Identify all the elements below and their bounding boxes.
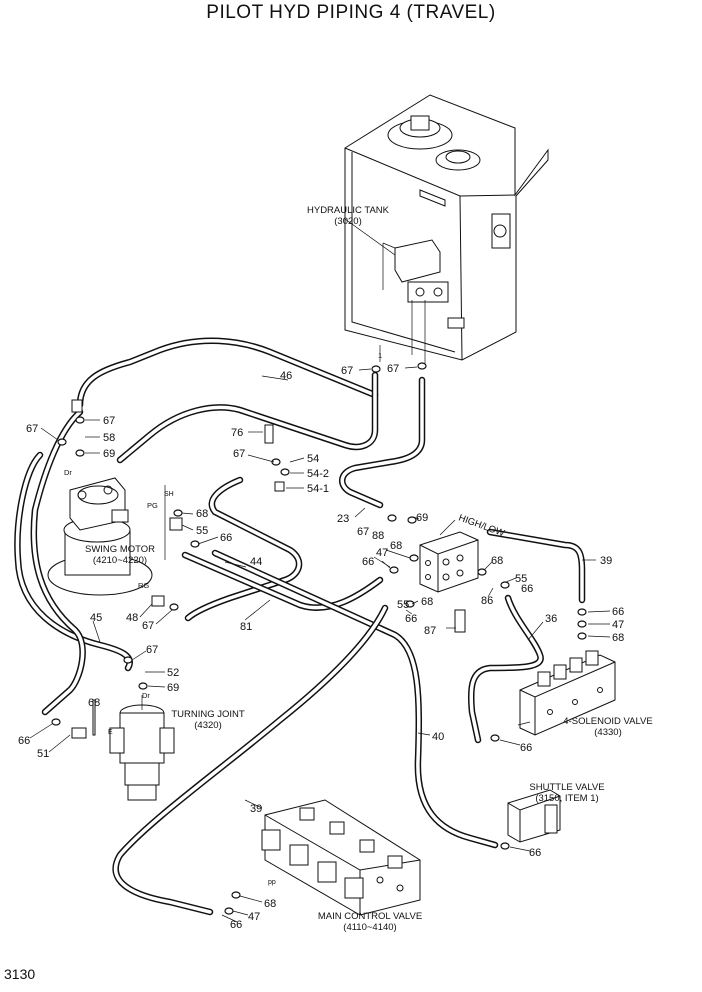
- part-67: 67: [233, 448, 245, 460]
- part-86: 86: [481, 595, 493, 607]
- part-66: 66: [521, 583, 533, 595]
- part-67: 67: [103, 415, 115, 427]
- swing-motor-label: SWING MOTOR: [85, 544, 155, 555]
- part-numbers: 46 67 67 67 67 58 69 76 67 54 54-2 54-1 …: [18, 363, 624, 931]
- part-68: 68: [196, 508, 208, 520]
- hydraulic-tank: [344, 94, 549, 365]
- port-dr-joint: Dr: [142, 691, 150, 700]
- turning-joint-ref: (4320): [194, 720, 221, 731]
- part-67: 67: [26, 423, 38, 435]
- hose-45: [14, 451, 133, 672]
- part-23: 23: [337, 513, 349, 525]
- part-68: 68: [612, 632, 624, 644]
- hose-40: [211, 549, 499, 849]
- part-66: 66: [18, 735, 30, 747]
- leader-lines: [29, 218, 611, 923]
- port-1: 1: [378, 351, 382, 360]
- part-58: 58: [103, 432, 115, 444]
- hose-39-lower: [112, 604, 389, 916]
- part-39: 39: [600, 555, 612, 567]
- shuttle-valve-ref: (3150, ITEM 1): [535, 793, 598, 804]
- part-68: 68: [88, 697, 100, 709]
- part-87: 87: [424, 625, 436, 637]
- part-47: 47: [376, 547, 388, 559]
- tank-label: HYDRAULIC TANK: [307, 205, 390, 216]
- part-66: 66: [612, 606, 624, 618]
- part-46: 46: [280, 370, 292, 382]
- hose-46: [76, 337, 379, 409]
- mcv-label: MAIN CONTROL VALVE: [318, 911, 422, 922]
- turning-joint-label: TURNING JOINT: [171, 709, 245, 720]
- swing-motor: [47, 477, 166, 596]
- component-labels: HYDRAULIC TANK (3020) SWING MOTOR (4210~…: [85, 205, 653, 933]
- port-pg: PG: [147, 501, 158, 510]
- part-54: 54: [307, 453, 319, 465]
- part-54-1: 54-1: [307, 483, 329, 495]
- part-88: 88: [372, 530, 384, 542]
- part-68: 68: [264, 898, 276, 910]
- swing-motor-ref: (4210~4220): [93, 555, 147, 566]
- part-69: 69: [103, 448, 115, 460]
- part-67: 67: [341, 365, 353, 377]
- part-54-2: 54-2: [307, 468, 329, 480]
- page-title: PILOT HYD PIPING 4 (TRAVEL): [206, 2, 496, 23]
- solenoid-valve-ref: (4330): [594, 727, 621, 738]
- part-69: 69: [416, 512, 428, 524]
- hose-39-upper: [486, 528, 586, 604]
- part-66: 66: [362, 556, 374, 568]
- part-69: 69: [167, 682, 179, 694]
- part-81: 81: [240, 621, 252, 633]
- part-76: 76: [231, 427, 243, 439]
- shuttle-valve: [507, 789, 561, 843]
- part-55: 55: [515, 573, 527, 585]
- part-55: 55: [397, 599, 409, 611]
- part-66: 66: [529, 847, 541, 859]
- part-67: 67: [357, 526, 369, 538]
- mcv-ref: (4110~4140): [343, 922, 396, 933]
- part-66: 66: [230, 919, 242, 931]
- part-48: 48: [126, 612, 138, 624]
- main-control-valve: [261, 799, 421, 916]
- hose-44: [184, 476, 303, 622]
- part-68: 68: [421, 596, 433, 608]
- port-pp: pp: [268, 879, 276, 886]
- part-44: 44: [250, 556, 262, 568]
- part-52: 52: [167, 667, 179, 679]
- hose-tank-left: [116, 371, 379, 464]
- part-47: 47: [248, 911, 260, 923]
- part-45: 45: [90, 612, 102, 624]
- part-40: 40: [432, 731, 444, 743]
- part-66: 66: [520, 742, 532, 754]
- hose-tank-right: [339, 376, 426, 509]
- fittings: [51, 362, 587, 915]
- tank-ref: (3020): [334, 216, 361, 227]
- hose-to-turning-joint: [30, 408, 86, 716]
- part-67: 67: [387, 363, 399, 375]
- port-sh: SH: [164, 491, 174, 498]
- shuttle-valve-label: SHUTTLE VALVE: [529, 782, 604, 793]
- part-51: 51: [37, 748, 49, 760]
- relay-block: [419, 531, 479, 633]
- part-67: 67: [146, 644, 158, 656]
- part-36: 36: [545, 613, 557, 625]
- part-47: 47: [612, 619, 624, 631]
- part-55: 55: [196, 525, 208, 537]
- part-66: 66: [405, 613, 417, 625]
- solenoid-valve-label: 4-SOLENOID VALVE: [563, 716, 652, 727]
- port-dr-swing: Dr: [64, 468, 72, 477]
- part-66: 66: [220, 532, 232, 544]
- port-rg: RG: [138, 581, 149, 590]
- turning-joint: [109, 695, 175, 801]
- part-39: 39: [250, 803, 262, 815]
- part-68: 68: [390, 540, 402, 552]
- hose-81: [181, 551, 384, 611]
- hose-36: [467, 594, 544, 744]
- part-67: 67: [142, 620, 154, 632]
- part-68: 68: [491, 555, 503, 567]
- solenoid-valve: [519, 650, 616, 736]
- port-e: E: [108, 729, 113, 736]
- page-number: 3130: [4, 966, 36, 982]
